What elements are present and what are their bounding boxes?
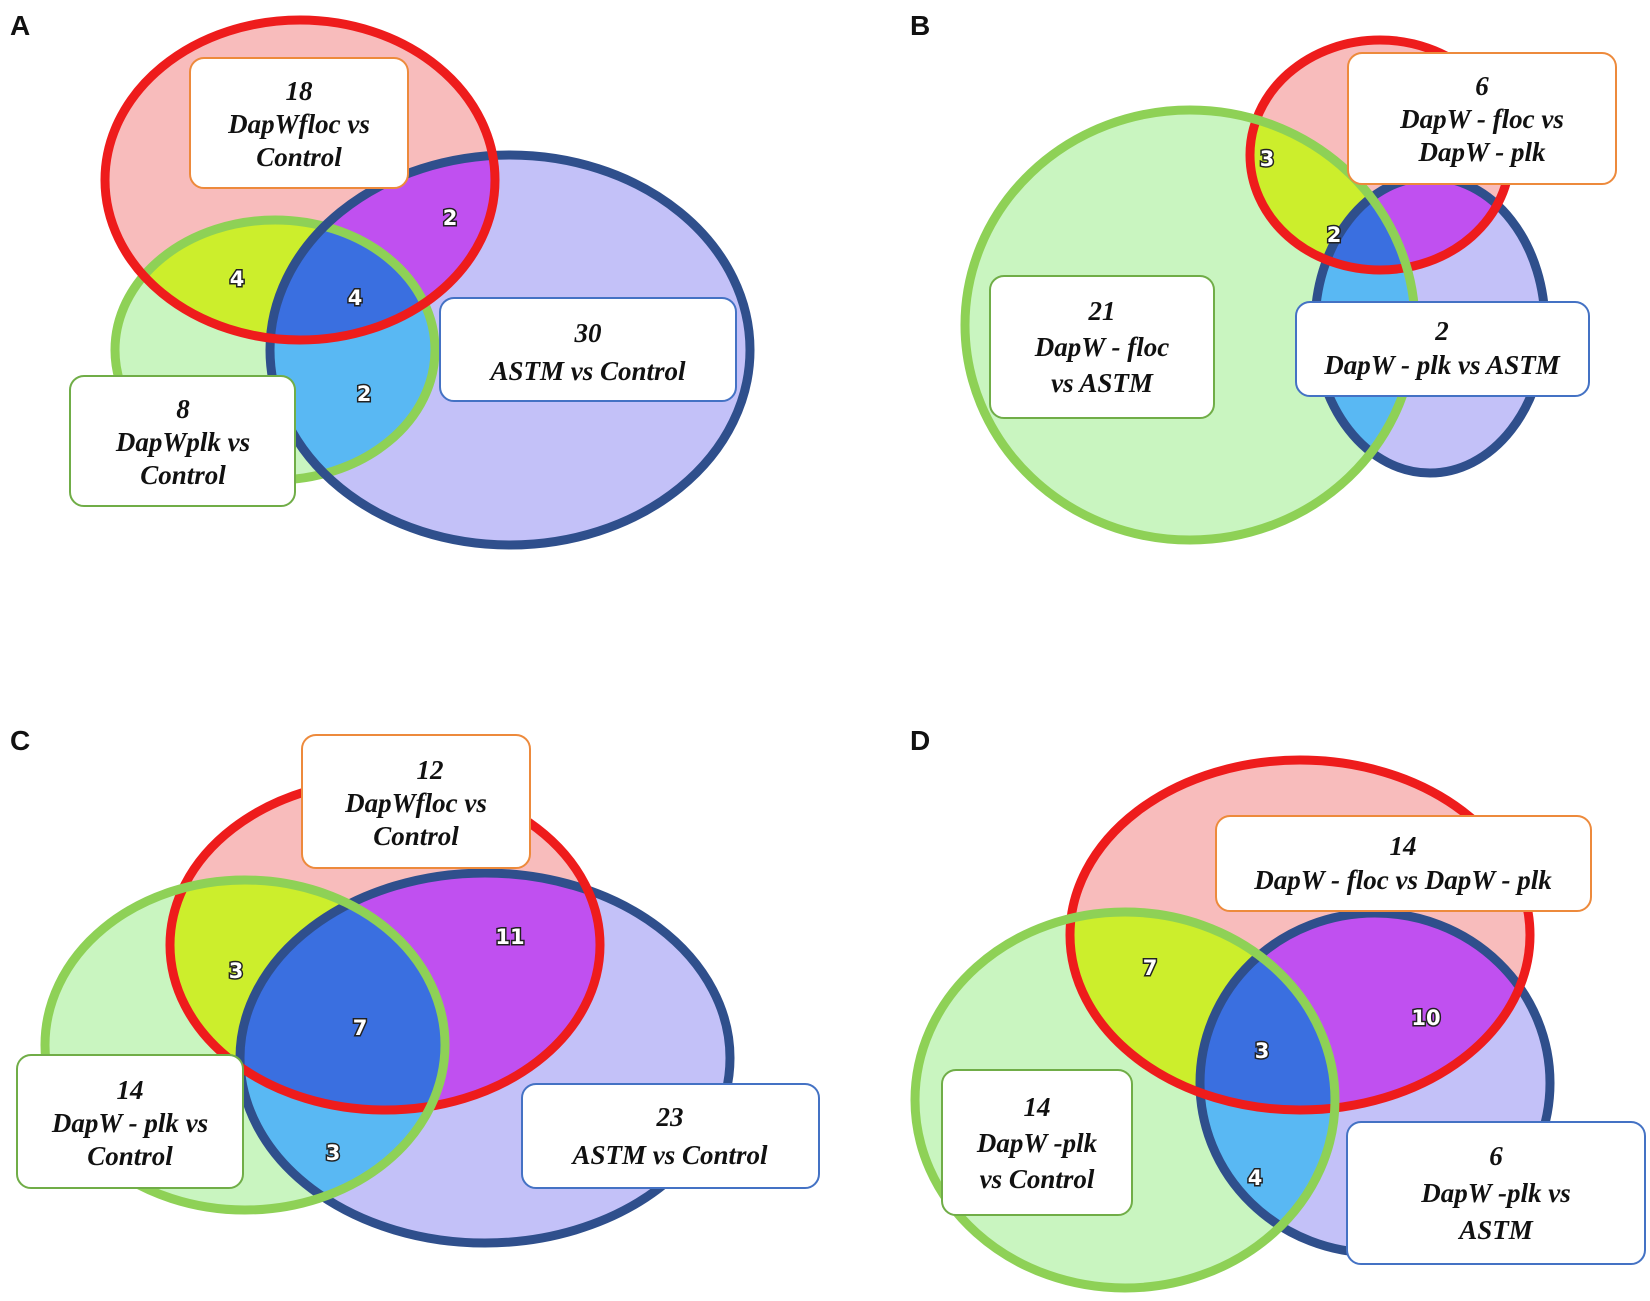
- venn-outlines-a: [100, 15, 755, 550]
- region-counts-c: 11 3 7 3: [227, 924, 526, 1167]
- set-outline-red: [1065, 755, 1535, 1115]
- region-count: 7: [353, 1016, 368, 1040]
- box-count: 18: [286, 76, 314, 106]
- box-title-line2: ASTM: [1457, 1215, 1534, 1245]
- region-count: 11: [495, 925, 524, 949]
- region-counts-b: 3 2: [1258, 146, 1343, 249]
- overlap-red-blue: [270, 155, 495, 340]
- panel-c: C 11 3 7 3 12 DapWfloc vs Control: [10, 725, 820, 1248]
- set-label-box: 8 DapWplk vs Control: [69, 375, 296, 507]
- panel-b: B 3 2 6 DapW - floc vs DapW - plk 2: [910, 10, 1617, 545]
- region-count: 2: [443, 206, 458, 230]
- box-count: 14: [1024, 1092, 1051, 1122]
- box-title-line2: DapW - plk: [1417, 137, 1546, 167]
- box-title-line2: Control: [373, 821, 459, 851]
- panel-letter-c: C: [10, 725, 30, 756]
- overlap-all-three: [240, 880, 445, 1110]
- venn-fills-c: [45, 780, 730, 1243]
- set-label-box: 18 DapWfloc vs Control: [189, 57, 409, 189]
- box-title-line1: DapWfloc vs: [227, 109, 370, 139]
- region-count: 3: [326, 1141, 341, 1165]
- box-count: 8: [176, 394, 190, 424]
- box-title-line1: DapW -plk vs: [1420, 1178, 1571, 1208]
- panel-letter-b: B: [910, 10, 930, 41]
- set-label-box: 12 DapWfloc vs Control: [301, 734, 531, 869]
- region-counts-a: 2 4 4 2: [228, 205, 459, 408]
- box-title-line1: DapW -plk: [976, 1128, 1098, 1158]
- box-title-line1: ASTM vs Control: [488, 356, 686, 386]
- set-label-box: 14 DapW - plk vs Control: [16, 1054, 244, 1189]
- region-count: 4: [348, 286, 363, 310]
- box-title-line1: DapW - floc: [1034, 332, 1170, 362]
- box-title-line1: DapW - floc vs: [1399, 104, 1564, 134]
- box-title-line1: DapW - floc vs DapW - plk: [1253, 865, 1552, 895]
- set-label-box: 30 ASTM vs Control: [439, 297, 737, 402]
- region-count: 7: [1143, 956, 1158, 980]
- box-title-line1: DapW - plk vs: [51, 1108, 208, 1138]
- set-label-box: 23 ASTM vs Control: [521, 1083, 820, 1189]
- region-count: 10: [1411, 1006, 1440, 1030]
- box-count: 14: [1390, 831, 1417, 861]
- box-title-line2: Control: [140, 460, 226, 490]
- box-title-line2: vs ASTM: [1051, 368, 1154, 398]
- box-count: 30: [574, 318, 603, 348]
- box-count: 6: [1489, 1141, 1503, 1171]
- box-title-line1: DapWplk vs: [115, 427, 250, 457]
- set-outline-green: [910, 907, 1340, 1293]
- panel-letter-a: A: [10, 10, 30, 41]
- region-count: 2: [1327, 223, 1342, 247]
- region-counts-d: 7 10 3 4: [1141, 955, 1442, 1192]
- region-count: 3: [229, 959, 244, 983]
- region-count: 4: [1248, 1166, 1263, 1190]
- box-count: 12: [417, 755, 444, 785]
- box-count: 23: [656, 1102, 684, 1132]
- set-label-box: 2 DapW - plk vs ASTM: [1295, 301, 1590, 397]
- box-title-line1: ASTM vs Control: [570, 1140, 768, 1170]
- box-title-line1: DapWfloc vs: [344, 788, 487, 818]
- region-count: 2: [357, 382, 372, 406]
- panel-a: A 2 4 4 2 18 DapWfloc vs Control: [10, 10, 755, 550]
- set-label-box: 21 DapW - floc vs ASTM: [989, 275, 1215, 419]
- overlap-all-three: [1315, 177, 1415, 270]
- box-title-line2: Control: [256, 142, 342, 172]
- set-label-box: 14 DapW - floc vs DapW - plk: [1215, 815, 1592, 912]
- box-title-line2: vs Control: [980, 1164, 1095, 1194]
- box-title-line1: DapW - plk vs ASTM: [1323, 350, 1561, 380]
- set-outline-blue: [265, 150, 755, 550]
- panel-letter-d: D: [910, 725, 930, 756]
- box-count: 21: [1088, 296, 1116, 326]
- set-outline-red: [100, 15, 500, 345]
- panel-d: D 7 10 3 4 14 DapW - floc vs DapW - plk: [910, 725, 1646, 1293]
- set-label-box: 6 DapW - floc vs DapW - plk: [1347, 52, 1617, 185]
- region-count: 3: [1260, 147, 1275, 171]
- box-count: 6: [1475, 71, 1489, 101]
- box-title-line2: Control: [87, 1141, 173, 1171]
- region-count: 3: [1255, 1039, 1270, 1063]
- region-count: 4: [230, 267, 245, 291]
- set-label-box: 14 DapW -plk vs Control: [941, 1069, 1133, 1216]
- box-count: 14: [117, 1075, 144, 1105]
- set-outline-blue: [235, 868, 735, 1248]
- set-outline-green: [40, 875, 450, 1215]
- set-label-box: 6 DapW -plk vs ASTM: [1346, 1121, 1646, 1265]
- box-count: 2: [1434, 316, 1449, 346]
- overlap-all-three: [1200, 913, 1335, 1110]
- overlap-red-green: [1250, 110, 1415, 270]
